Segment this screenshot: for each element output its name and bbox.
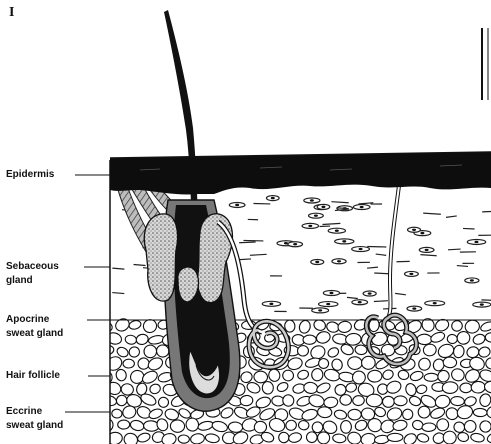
label-sebaceous-gland-line2: gland <box>6 275 33 287</box>
label-sebaceous-gland-line1: Sebaceous <box>6 261 59 273</box>
label-eccrine-line2: sweat gland <box>6 420 63 432</box>
label-epidermis: Epidermis <box>6 169 54 181</box>
label-apocrine-line1: Apocrine <box>6 314 49 326</box>
label-eccrine-line1: Eccrine <box>6 406 42 418</box>
label-hair-follicle: Hair follicle <box>6 370 60 382</box>
label-apocrine-line2: sweat gland <box>6 328 63 340</box>
leader-lines <box>65 175 112 412</box>
margin-marks <box>482 28 488 100</box>
